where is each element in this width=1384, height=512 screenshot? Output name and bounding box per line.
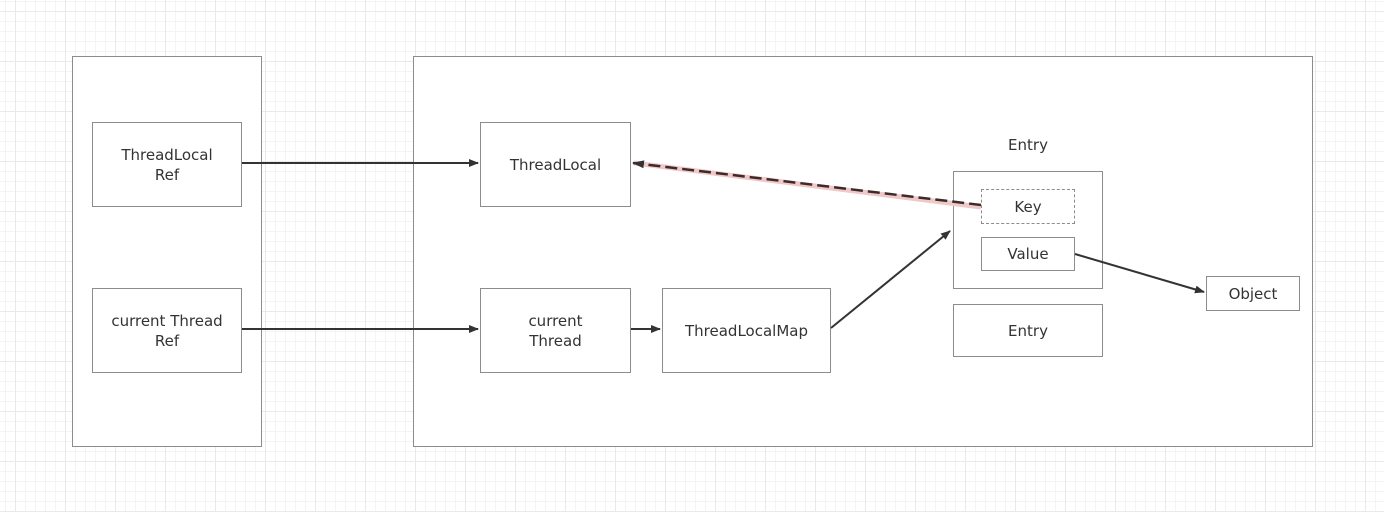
- threadlocalmap-node: ThreadLocalMap: [662, 288, 831, 373]
- entry-second-node: Entry: [953, 304, 1103, 357]
- entry-caption: Entry: [1008, 136, 1048, 154]
- stack-container: [72, 56, 262, 447]
- heap-container: [413, 56, 1313, 447]
- current-thread-ref-node: current Thread Ref: [92, 288, 242, 373]
- current-thread-node: current Thread: [480, 288, 631, 373]
- object-node: Object: [1206, 276, 1300, 311]
- entry-key-node: Key: [981, 189, 1075, 224]
- threadlocal-ref-node: ThreadLocal Ref: [92, 122, 242, 207]
- threadlocal-node: ThreadLocal: [480, 122, 631, 207]
- entry-value-node: Value: [981, 237, 1075, 271]
